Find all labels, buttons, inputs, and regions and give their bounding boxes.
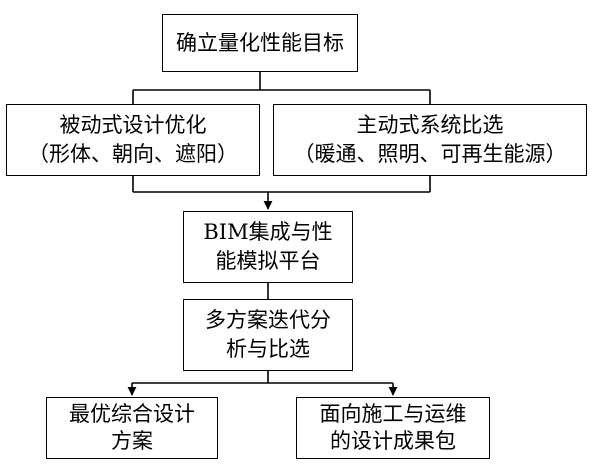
node-optimal-design-scheme: 最优综合设计 方案	[46, 397, 218, 459]
connector-goal-to-branches	[132, 72, 431, 104]
node-passive-detail: （形体、朝向、遮阳）	[28, 142, 238, 166]
node-quantified-performance-goal: 确立量化性能目标	[162, 14, 358, 72]
node-package-line-2: 的设计成果包	[330, 429, 456, 453]
node-multi-line-2: 析与比选	[226, 337, 310, 361]
node-design-deliverable-package: 面向施工与运维 的设计成果包	[296, 397, 490, 459]
node-goal-text: 确立量化性能目标	[176, 30, 344, 55]
node-best-line-1: 最优综合设计	[69, 402, 195, 426]
node-active-system-selection: 主动式系统比选 （暖通、照明、可再生能源）	[273, 104, 587, 176]
node-package-line-1: 面向施工与运维	[319, 402, 467, 426]
node-bim-simulation-platform: BIM集成与性 能模拟平台	[183, 211, 353, 283]
node-active-detail: （暖通、照明、可再生能源）	[293, 142, 567, 166]
node-multi-scheme-iteration: 多方案迭代分 析与比选	[183, 299, 353, 371]
connector-branches-merge	[132, 176, 431, 193]
node-bim-line-2: 能模拟平台	[215, 249, 321, 273]
connector-multi-to-outputs	[132, 371, 393, 384]
node-active-title: 主动式系统比选	[356, 113, 504, 137]
node-best-line-2: 方案	[111, 429, 153, 453]
node-multi-line-1: 多方案迭代分	[205, 308, 331, 332]
node-passive-title: 被动式设计优化	[59, 113, 207, 137]
node-passive-design-optimization: 被动式设计优化 （形体、朝向、遮阳）	[6, 104, 260, 176]
node-bim-line-1: BIM集成与性	[203, 220, 333, 244]
